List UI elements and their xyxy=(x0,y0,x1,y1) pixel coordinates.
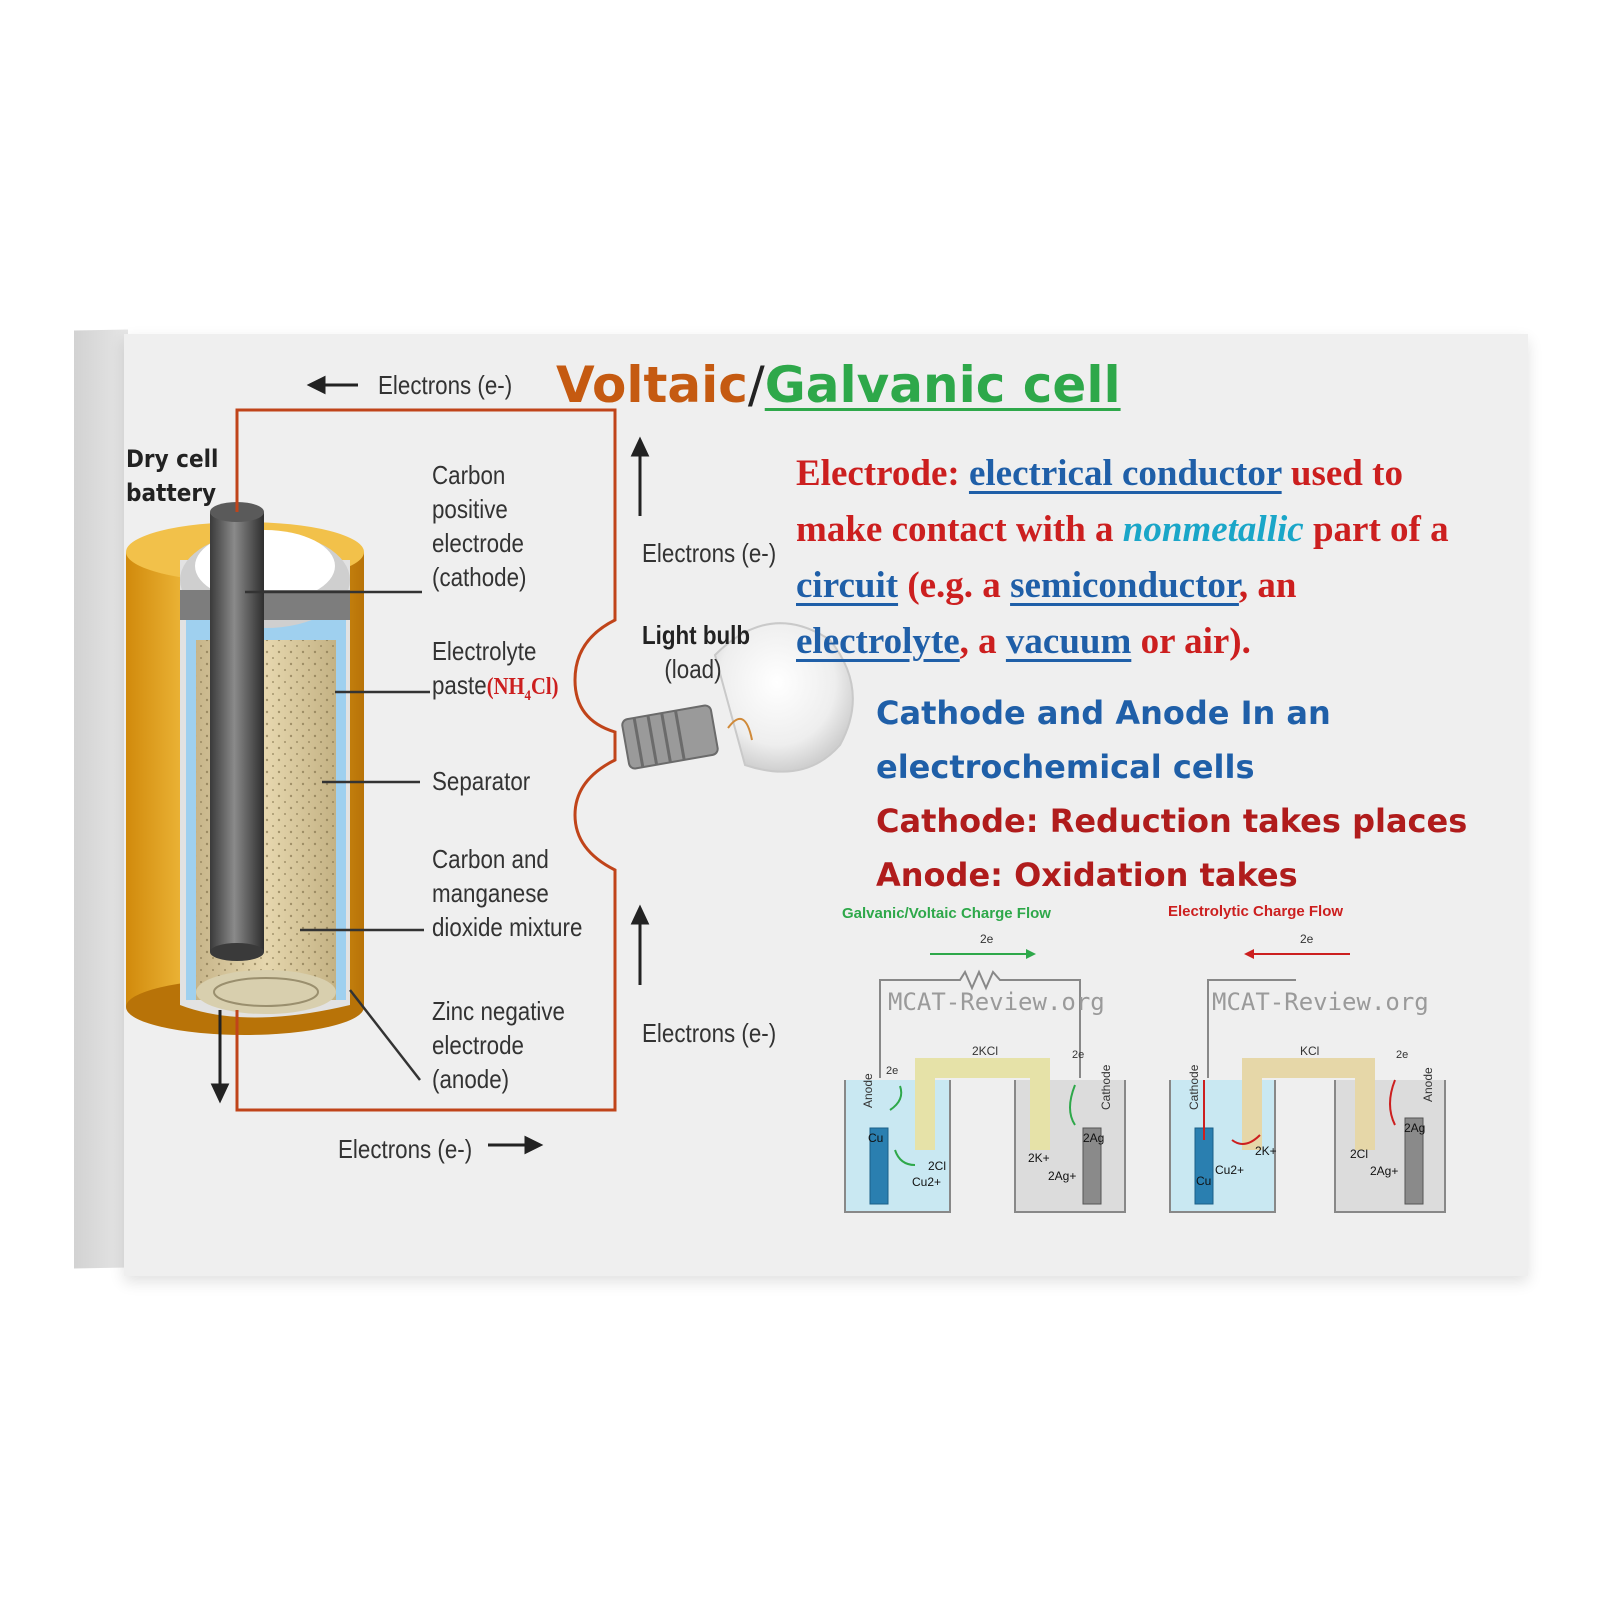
phrase-semiconductor: semiconductor xyxy=(1010,565,1239,606)
electrons-label-right-upper: Electrons (e-) xyxy=(642,538,777,568)
electrolytic-right-electrode: Anode xyxy=(1421,1067,1435,1102)
battery-name-line1: Dry cell xyxy=(126,445,219,473)
note-line-2: electrochemical cells xyxy=(876,748,1255,786)
part-line: electrode xyxy=(432,528,524,558)
electrolytic-diagram: Electrolytic Charge Flow 2e KCl Cu 2Ag C… xyxy=(1168,903,1446,1213)
bulb-label-line1: Light bulb xyxy=(642,620,751,650)
battery-name: Dry cell battery xyxy=(126,442,218,510)
definition-text: part of a xyxy=(1312,509,1449,550)
part-label-cathode: Carbon positive electrode (cathode) xyxy=(432,458,526,594)
part-label-electrolyte: Electrolyte paste(NH4Cl) xyxy=(432,634,559,713)
definition-text: make contact with a xyxy=(796,509,1114,550)
galvanic-left-electrode: Anode xyxy=(861,1073,875,1108)
definition-term: Electrode: xyxy=(796,453,960,494)
galvanic-title: Galvanic/Voltaic Charge Flow xyxy=(842,905,1051,922)
electrolytic-wire xyxy=(1207,979,1296,1078)
galvanic-salt-bridge xyxy=(915,1058,1050,1150)
galvanic-diagram: Galvanic/Voltaic Charge Flow 2e 2KCl Cu … xyxy=(842,905,1126,1213)
electrolytic-left-electrode: Cathode xyxy=(1187,1064,1201,1110)
part-line: (cathode) xyxy=(432,562,527,592)
electrode-definition: Electrode: electrical conductor used to … xyxy=(796,446,1449,670)
electrolytic-left-metal: Cu xyxy=(1196,1174,1211,1188)
definition-text: or air). xyxy=(1140,621,1251,662)
electrolytic-ion-k: 2K+ xyxy=(1255,1144,1277,1158)
part-line: Zinc negative xyxy=(432,996,566,1026)
electrolytic-ion-ag: 2Ag+ xyxy=(1370,1164,1398,1178)
electrolytic-electrons-label: 2e xyxy=(1300,932,1314,946)
part-line: (anode) xyxy=(432,1064,510,1094)
part-line: positive xyxy=(432,494,508,524)
galvanic-left-metal: Cu xyxy=(868,1131,883,1145)
battery-can xyxy=(126,502,364,1035)
galvanic-ion-k: 2K+ xyxy=(1028,1151,1050,1165)
phrase-vacuum: vacuum xyxy=(1005,621,1132,662)
formula-sub: 4 xyxy=(524,687,531,704)
part-line: Carbon and xyxy=(432,844,549,874)
part-label-mixture: Carbon and manganese dioxide mixture xyxy=(432,842,582,944)
phrase-circuit: circuit xyxy=(796,565,899,606)
part-label-separator: Separator xyxy=(432,766,531,796)
part-leader-lines xyxy=(245,590,430,1081)
definition-line-3: circuit (e.g. a semiconductor, an xyxy=(796,558,1449,614)
electrolytic-right-e: 2e xyxy=(1396,1049,1408,1061)
definition-line-2: make contact with a nonmetallic part of … xyxy=(796,502,1449,558)
light-bulb xyxy=(621,622,854,773)
part-line: paste xyxy=(432,670,487,700)
bulb-label: Light bulb (load) xyxy=(642,618,750,686)
note-anode: Anode: Oxidation takes xyxy=(876,856,1298,894)
bulb-label-line2: (load) xyxy=(664,654,722,684)
galvanic-bridge-label: 2KCl xyxy=(972,1044,998,1058)
title-galvanic-cell: Galvanic cell xyxy=(764,356,1121,414)
galvanic-ion-ag: 2Ag+ xyxy=(1048,1169,1076,1183)
definition-text: , a xyxy=(959,621,997,662)
electrolytic-bridge-label: KCl xyxy=(1300,1044,1319,1058)
galvanic-wire xyxy=(879,969,1081,1078)
electrolytic-title: Electrolytic Charge Flow xyxy=(1168,903,1343,920)
galvanic-right-electrode: Cathode xyxy=(1099,1064,1113,1110)
title-slash: / xyxy=(747,356,765,414)
note-line-1: Cathode and Anode In an xyxy=(876,694,1331,732)
definition-text: used to xyxy=(1290,453,1403,494)
galvanic-electrons-label: 2e xyxy=(980,932,994,946)
part-line: manganese xyxy=(432,878,549,908)
page-title: Voltaic/Galvanic cell xyxy=(556,356,1121,414)
electrolytic-ion-cl: 2Cl xyxy=(1350,1147,1368,1161)
galvanic-ion-cu: Cu2+ xyxy=(912,1175,941,1189)
electrolytic-ion-cu: Cu2+ xyxy=(1215,1163,1244,1177)
electrolytic-right-metal: 2Ag xyxy=(1404,1121,1425,1135)
galvanic-watermark: MCAT-Review.org xyxy=(888,988,1105,1016)
formula-post: Cl) xyxy=(530,674,559,700)
galvanic-left-e: 2e xyxy=(886,1065,898,1077)
galvanic-ion-cl: 2Cl xyxy=(928,1159,946,1173)
electrons-label-right-lower: Electrons (e-) xyxy=(642,1018,777,1048)
part-line: electrode xyxy=(432,1030,524,1060)
electrons-label-top: Electrons (e-) xyxy=(378,370,513,400)
electrolytic-salt-bridge xyxy=(1242,1058,1375,1150)
formula-pre: (NH xyxy=(486,674,525,700)
circuit-wire xyxy=(235,408,617,1112)
definition-line-1: Electrode: electrical conductor used to xyxy=(796,446,1449,502)
part-line: Electrolyte xyxy=(432,636,537,666)
definition-text: (e.g. a xyxy=(907,565,1001,606)
electron-flow-arrows xyxy=(210,375,650,1155)
electrolytic-watermark: MCAT-Review.org xyxy=(1212,988,1429,1016)
definition-line-4: electrolyte, a vacuum or air). xyxy=(796,614,1449,670)
battery-name-line2: battery xyxy=(126,479,217,507)
part-label-anode: Zinc negative electrode (anode) xyxy=(432,994,565,1096)
electrolyte-formula: (NH4Cl) xyxy=(486,674,559,704)
galvanic-right-metal: 2Ag xyxy=(1083,1131,1104,1145)
title-voltaic: Voltaic xyxy=(556,356,748,414)
part-line: Carbon xyxy=(432,460,506,490)
phrase-nonmetallic: nonmetallic xyxy=(1122,509,1304,550)
phrase-electrical-conductor: electrical conductor xyxy=(968,453,1282,494)
part-line: dioxide mixture xyxy=(432,912,583,942)
electrons-label-bottom: Electrons (e-) xyxy=(338,1134,473,1164)
cathode-anode-notes: Cathode and Anode In an electrochemical … xyxy=(876,686,1467,902)
note-cathode: Cathode: Reduction takes places xyxy=(876,802,1468,840)
galvanic-right-e: 2e xyxy=(1072,1049,1084,1061)
definition-text: , an xyxy=(1238,565,1297,606)
phrase-electrolyte: electrolyte xyxy=(796,621,960,662)
